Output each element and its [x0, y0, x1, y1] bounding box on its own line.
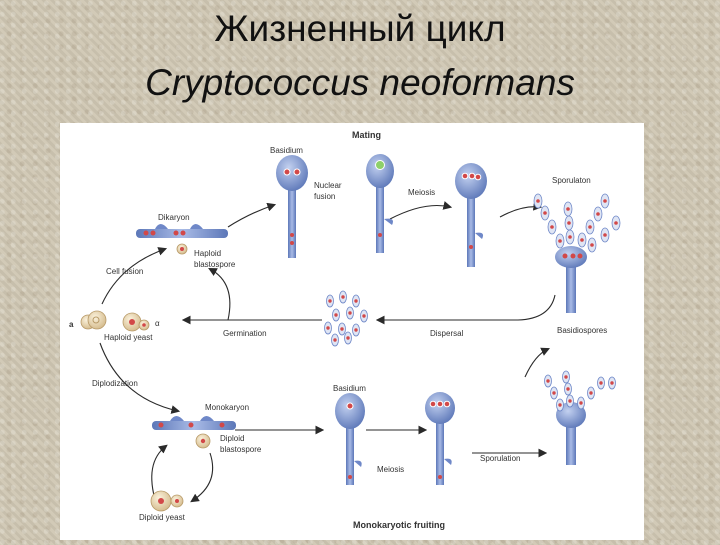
- life-cycle-diagram: Mating Basidium Nuclear fusion Meiosis S…: [60, 123, 644, 540]
- monokaryon-label: Monokaryon: [205, 403, 249, 412]
- dispersed-basidiospores: [324, 290, 368, 347]
- nuclear-fusion-line2: fusion: [314, 192, 335, 201]
- diploid-blastospore-line1: Diploid: [220, 434, 244, 443]
- dispersal-label: Dispersal: [430, 329, 464, 338]
- diploid-yeast-label: Diploid yeast: [139, 513, 186, 522]
- slide-title: Жизненный цикл: [214, 8, 506, 49]
- slide-subtitle: Cryptococcus neoformans: [145, 62, 575, 103]
- monokaryon-hypha: [152, 416, 236, 449]
- cycle-arrows: [99, 201, 556, 504]
- meiosis-bottom-label: Meiosis: [377, 465, 404, 474]
- a-mating-type-label: a: [69, 320, 74, 329]
- basidium-top-label: Basidium: [270, 146, 303, 155]
- arrow-meiosis-to-sporulation: [499, 201, 543, 218]
- haploid-yeast-label: Haploid yeast: [104, 333, 153, 342]
- arrow-basidiospores-dispersal: [375, 294, 556, 325]
- sporulation-top-label: Sporulaton: [552, 176, 591, 185]
- alpha-mating-type-label: α: [155, 319, 160, 328]
- dikaryon-label: Dikaryon: [158, 213, 190, 222]
- monokaryotic-fruiting-label: Monokaryotic fruiting: [353, 520, 445, 530]
- basidium-bottom-1: [335, 393, 365, 485]
- sporulating-basidium-bottom: [544, 370, 616, 465]
- haploid-blastospore-label: Haploid blastospore: [194, 249, 236, 269]
- arrow-cell-fusion: [101, 247, 168, 305]
- basidium-top-1: [276, 155, 308, 258]
- arrow-germination-to-blastospore: [208, 267, 231, 321]
- diploidization-label: Diplodization: [92, 379, 138, 388]
- basidium-bottom-label: Basidium: [333, 384, 366, 393]
- diploid-blastospore-label: Diploid blastospore: [220, 434, 262, 454]
- sporulating-basidium-top: [533, 193, 621, 313]
- haploid-yeast-cells: [80, 310, 150, 332]
- haploid-blastospore-line1: Haploid: [194, 249, 221, 258]
- dikaryon-hypha: [136, 224, 228, 255]
- germination-label: Germination: [223, 329, 267, 338]
- haploid-blastospore-line2: blastospore: [194, 260, 236, 269]
- basidiospores-label: Basidiospores: [557, 326, 607, 335]
- arrow-diploidization: [99, 342, 181, 414]
- basidium-top-2: [366, 154, 394, 253]
- cell-fusion-label: Cell fusion: [106, 267, 143, 276]
- nuclear-fusion-label: Nuclear fusion: [314, 181, 344, 201]
- arrow-blastospore-to-diploid-yeast: [190, 452, 214, 503]
- basidium-top-3: [455, 163, 487, 267]
- sporulation-bottom-label: Sporulation: [480, 454, 520, 463]
- meiosis-top-label: Meiosis: [408, 188, 435, 197]
- arrow-fusion-to-meiosis: [389, 201, 453, 220]
- diploid-blastospore-line2: blastospore: [220, 445, 262, 454]
- mating-label: Mating: [352, 130, 381, 140]
- arrow-to-basidiospores-bottom: [524, 347, 550, 378]
- basidium-bottom-2: [425, 392, 455, 485]
- nuclear-fusion-line1: Nuclear: [314, 181, 342, 190]
- arrow-dikaryon-to-basidium: [227, 202, 277, 228]
- diagram-canvas: Mating Basidium Nuclear fusion Meiosis S…: [69, 130, 621, 530]
- diploid-yeast-cells: [150, 490, 184, 512]
